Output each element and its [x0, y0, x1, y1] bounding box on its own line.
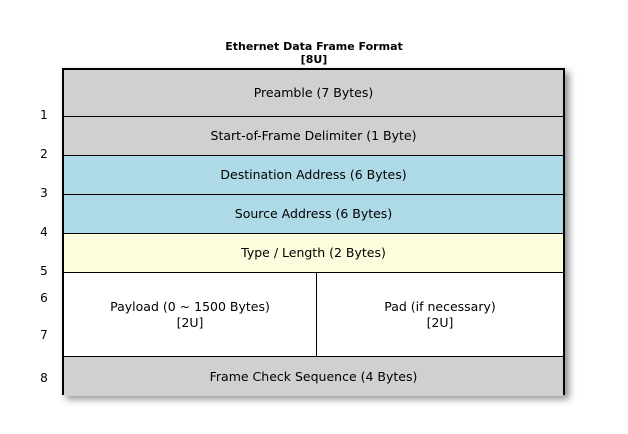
row-number-2: 2: [40, 147, 48, 161]
frame-field-payload: Payload (0 ~ 1500 Bytes) [2U]: [64, 273, 317, 356]
frame-field-destination-address-label: Destination Address (6 Bytes): [220, 167, 407, 182]
row-number-6: 6: [40, 291, 48, 305]
row-number-gutter: 1 2 3 4 5 6 7 8: [30, 68, 58, 395]
frame-field-payload-unit: [2U]: [176, 314, 204, 330]
row-number-1: 1: [40, 108, 48, 122]
frame-field-source-address-label: Source Address (6 Bytes): [234, 206, 393, 221]
frame-field-pad: Pad (if necessary) [2U]: [317, 273, 563, 356]
row-number-4: 4: [40, 225, 48, 239]
frame-field-frame-check-sequence-label: Frame Check Sequence (4 Bytes): [209, 368, 418, 384]
frame-field-source-address: Source Address (6 Bytes): [64, 195, 563, 234]
diagram-title-block: Ethernet Data Frame Format [8U]: [0, 41, 628, 66]
frame-field-type-length: Type / Length (2 Bytes): [64, 234, 563, 273]
frame-field-pad-unit: [2U]: [426, 314, 454, 330]
frame-field-preamble-label: Preamble (7 Bytes): [253, 85, 374, 100]
page-title: Ethernet Data Frame Format: [225, 40, 403, 53]
frame-field-start-of-frame-delimiter: Start-of-Frame Delimiter (1 Byte): [64, 117, 563, 156]
frame-field-start-of-frame-delimiter-label: Start-of-Frame Delimiter (1 Byte): [210, 128, 417, 143]
row-number-3: 3: [40, 186, 48, 200]
frame-field-preamble: Preamble (7 Bytes): [64, 70, 563, 117]
frame-field-payload-pad-row: Payload (0 ~ 1500 Bytes) [2U] Pad (if ne…: [64, 273, 563, 357]
frame-field-type-length-label: Type / Length (2 Bytes): [241, 245, 386, 260]
frame-field-pad-label: Pad (if necessary): [384, 298, 496, 314]
row-number-7: 7: [40, 328, 48, 342]
frame-field-payload-label: Payload (0 ~ 1500 Bytes): [110, 298, 270, 314]
frame-field-frame-check-sequence: Frame Check Sequence (4 Bytes): [64, 357, 563, 396]
title-unit-label: [8U]: [300, 53, 328, 66]
frame-field-destination-address: Destination Address (6 Bytes): [64, 156, 563, 195]
ethernet-frame-table: Preamble (7 Bytes) Start-of-Frame Delimi…: [62, 68, 565, 396]
row-number-8: 8: [40, 371, 48, 385]
row-number-5: 5: [40, 264, 48, 278]
